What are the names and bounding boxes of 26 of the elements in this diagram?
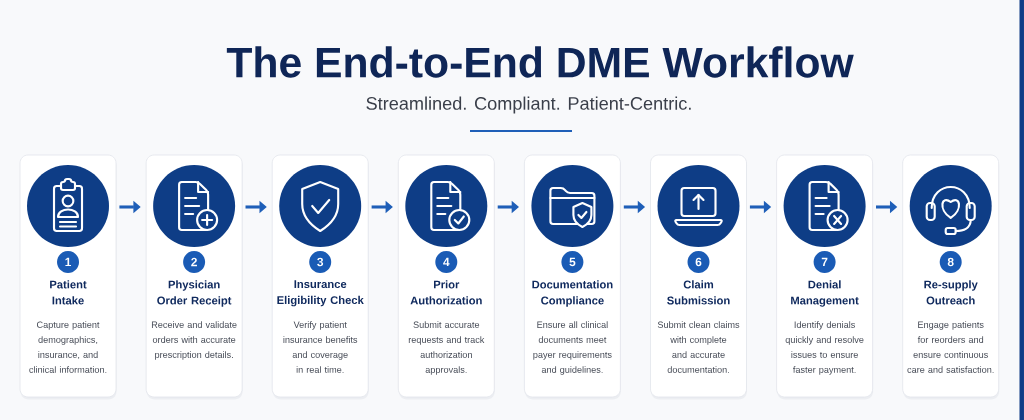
number-badge: 4 xyxy=(435,251,458,273)
number-badge: 2 xyxy=(183,251,206,273)
number-badge: 1 xyxy=(57,251,79,273)
step-title: Documentation Compliance xyxy=(532,280,613,307)
step-title: Patient Intake xyxy=(50,280,87,305)
step-description: Verify patient insurance benefits and coverage in real time. xyxy=(283,321,358,373)
step-description: Identify denials quickly and resolve issues to ensure faster payment. xyxy=(785,321,864,375)
step-title: Denial Management xyxy=(791,280,859,307)
number-badge: 3 xyxy=(309,251,332,273)
number-badge: 5 xyxy=(561,251,584,273)
step-description: Submit clean claims with complete and accurate documentation. xyxy=(657,321,740,373)
step-description: Receive and validate orders with accurate prescription details. xyxy=(151,321,237,360)
step-title: Insurance Eligibility Check xyxy=(277,280,364,307)
step-title: Re-supply Outreach xyxy=(924,280,978,305)
step-description: Capture patient demographics, insurance, and clinical information. xyxy=(29,321,107,373)
step-description: Ensure all clinical documents meet payer requirements and guidelines. xyxy=(533,321,612,375)
step-title: Prior Authorization xyxy=(410,280,482,305)
title: The End-to-End DME Workflow xyxy=(226,46,854,78)
step-description: Engage patients for reorders and ensure continuous care and satisfaction. xyxy=(907,321,994,373)
number-badge: 8 xyxy=(939,251,962,273)
number-badge: 7 xyxy=(813,251,836,273)
step-title: Claim Submission xyxy=(667,280,730,305)
subtitle: Streamlined. Compliant. Patient-Centric. xyxy=(366,96,691,114)
step-title: Physician Order Receipt xyxy=(157,280,232,307)
step-description: Submit accurate requests and track authorization approvals. xyxy=(408,321,485,375)
number-badge: 6 xyxy=(687,251,710,273)
